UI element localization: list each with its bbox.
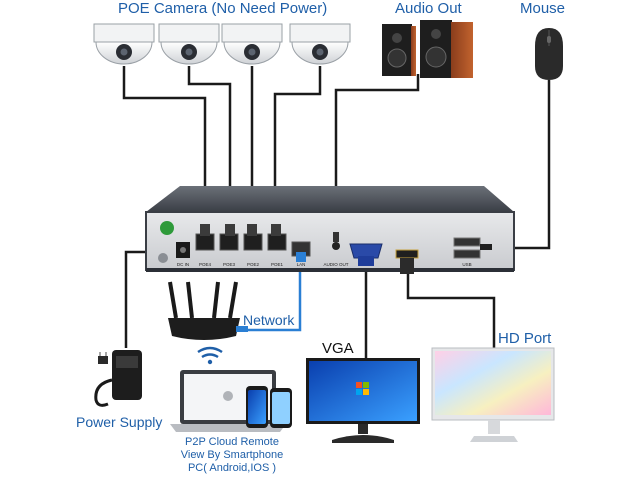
speaker-icon: [382, 24, 416, 76]
dome-camera-icon: [93, 23, 155, 65]
monitor-icon: [306, 358, 420, 443]
port-label-poe2: POE2: [247, 262, 260, 267]
dome-camera-icon: [289, 23, 351, 65]
smartphone-icon: [270, 388, 292, 428]
vga-port: [349, 243, 383, 266]
label-hd-port: HD Port: [498, 330, 552, 347]
label-p2p: P2P Cloud Remote View By Smartphone PC( …: [172, 436, 292, 475]
laptop-icon: [170, 370, 286, 432]
label-p2p-line2: View By Smartphone: [180, 449, 284, 461]
mouse-icon: [535, 28, 563, 80]
hdmi-cable: [406, 274, 496, 348]
dome-camera-icon: [158, 23, 220, 65]
speaker-icon: [420, 20, 473, 78]
smartphone-icon: [246, 386, 268, 428]
label-mouse: Mouse: [520, 0, 566, 17]
label-power-supply: Power Supply: [76, 414, 163, 430]
port-label-dc-in: DC IN: [177, 262, 189, 267]
label-poe-camera: POE Camera (No Need Power): [118, 0, 328, 17]
port-label-poe4: POE4: [199, 262, 212, 267]
label-vga: VGA: [322, 340, 354, 357]
label-network: Network: [243, 312, 295, 328]
port-label-poe1: POE1: [271, 262, 284, 267]
port-label-poe3: POE3: [223, 262, 236, 267]
dc-in-port: [176, 242, 190, 258]
usb-port: [453, 237, 492, 259]
port-label-usb: USB: [462, 262, 471, 267]
poe-ports: [195, 224, 287, 251]
label-p2p-line1: P2P Cloud Remote: [185, 436, 279, 448]
network-cable: [246, 262, 302, 332]
wifi-icon: [197, 346, 223, 365]
hdmi-port: [395, 249, 419, 274]
port-label-audio-out: AUDIO OUT: [323, 262, 348, 267]
monitor-icon: [431, 347, 555, 442]
label-p2p-line3: PC( Android,IOS ): [187, 462, 277, 474]
power-adapter-icon: [94, 350, 142, 407]
dome-camera-icon: [221, 23, 283, 65]
camera-cables: [122, 66, 322, 226]
label-audio-out: Audio Out: [395, 0, 462, 17]
audio-out-port: [332, 232, 340, 250]
router-icon: [168, 281, 248, 340]
audio-cable: [334, 74, 420, 238]
port-label-lan: LAN: [297, 262, 306, 267]
lan-port: [291, 241, 311, 262]
